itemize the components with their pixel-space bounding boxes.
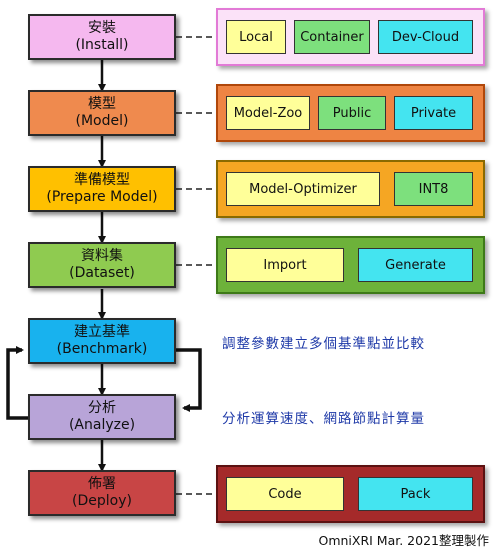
stage-analyze: 分析 (Analyze) — [28, 394, 176, 440]
chip-local-label: Local — [239, 29, 273, 45]
chip-local: Local — [226, 20, 286, 54]
stage-prepare-model-zh: 準備模型 — [74, 172, 130, 188]
chip-int8: INT8 — [394, 172, 473, 206]
stage-install: 安裝 (Install) — [28, 14, 176, 60]
stage-dataset: 資料集 (Dataset) — [28, 242, 176, 288]
stage-benchmark: 建立基準 (Benchmark) — [28, 318, 176, 364]
stage-benchmark-en: (Benchmark) — [56, 341, 148, 357]
stage-model: 模型 (Model) — [28, 90, 176, 136]
loop-arrow-analyze-to-benchmark — [6, 346, 28, 420]
stage-analyze-en: (Analyze) — [68, 417, 136, 433]
stage-dataset-zh: 資料集 — [81, 248, 123, 264]
panel-dataset-options: Import Generate — [216, 236, 485, 294]
stage-model-en: (Model) — [75, 113, 129, 129]
panel-model-sources: Model-Zoo Public Private — [216, 84, 485, 142]
chip-model-zoo-label: Model-Zoo — [233, 105, 303, 121]
note-analyze: 分析運算速度、網路節點計算量 — [222, 411, 425, 427]
stage-install-zh: 安裝 — [88, 20, 116, 36]
chip-container: Container — [294, 20, 370, 54]
stage-model-zh: 模型 — [88, 96, 116, 112]
chip-code-label: Code — [268, 486, 302, 502]
chip-pack: Pack — [358, 477, 473, 511]
chip-public: Public — [318, 96, 386, 130]
stage-deploy-zh: 佈署 — [88, 476, 116, 492]
stage-benchmark-zh: 建立基準 — [74, 324, 130, 340]
chip-model-zoo: Model-Zoo — [226, 96, 310, 130]
panel-deploy-options: Code Pack — [216, 465, 485, 523]
chip-generate-label: Generate — [385, 257, 446, 273]
stage-install-en: (Install) — [75, 37, 129, 53]
chip-int8-label: INT8 — [418, 181, 449, 197]
chip-public-label: Public — [332, 105, 372, 121]
credit-text: OmniXRI Mar. 2021整理製作 — [318, 533, 489, 548]
loop-arrow-benchmark-to-analyze — [176, 348, 202, 412]
chip-private: Private — [394, 96, 473, 130]
chip-generate: Generate — [358, 248, 473, 282]
chip-private-label: Private — [410, 105, 457, 121]
stage-deploy-en: (Deploy) — [72, 493, 132, 509]
chip-dev-cloud: Dev-Cloud — [378, 20, 473, 54]
chip-code: Code — [226, 477, 344, 511]
chip-model-optimizer: Model-Optimizer — [226, 172, 380, 206]
stage-prepare-model: 準備模型 (Prepare Model) — [28, 166, 176, 212]
stage-dataset-en: (Dataset) — [69, 265, 135, 281]
stage-deploy: 佈署 (Deploy) — [28, 470, 176, 516]
chip-model-optimizer-label: Model-Optimizer — [249, 181, 357, 197]
chip-container-label: Container — [300, 29, 364, 45]
panel-prepare-tools: Model-Optimizer INT8 — [216, 160, 485, 218]
chip-dev-cloud-label: Dev-Cloud — [391, 29, 460, 45]
chip-import: Import — [226, 248, 344, 282]
note-benchmark: 調整參數建立多個基準點並比較 — [222, 336, 425, 352]
chip-import-label: Import — [263, 257, 307, 273]
stage-analyze-zh: 分析 — [88, 400, 116, 416]
stage-prepare-model-en: (Prepare Model) — [46, 189, 158, 205]
panel-install-options: Local Container Dev-Cloud — [216, 8, 485, 66]
chip-pack-label: Pack — [400, 486, 431, 502]
